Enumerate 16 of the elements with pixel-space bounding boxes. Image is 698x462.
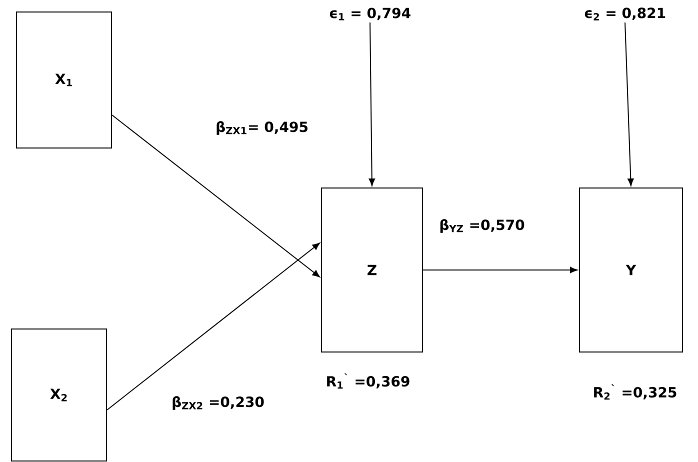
- path-coefficient-label: β$_{YZ}$ =0,570: [440, 219, 524, 233]
- error-term-label: ϵ$_{2}$ = 0,821: [584, 8, 666, 20]
- arrow: [112, 114, 320, 278]
- path-coefficient-label: β$_{ZX2}$ =0,230: [172, 396, 264, 410]
- path-coefficient-label: β$_{ZX1}$= 0,495: [216, 121, 308, 135]
- arrow: [422, 266, 578, 274]
- variable-box: Y: [579, 187, 683, 352]
- arrow: [624, 22, 634, 186]
- variable-box: X$_{2}$: [11, 328, 107, 462]
- r-square-label: R$_{2}$$^{`}$ =0,325: [594, 384, 676, 400]
- variable-box: Z: [321, 187, 423, 352]
- error-term-label: ϵ$_{1}$ = 0,794: [330, 8, 410, 20]
- variable-box: X$_{1}$: [16, 12, 112, 148]
- arrow: [368, 22, 376, 186]
- arrow: [106, 242, 320, 410]
- r-square-label: R$_{1}$$^{`}$ =0,369: [327, 373, 410, 389]
